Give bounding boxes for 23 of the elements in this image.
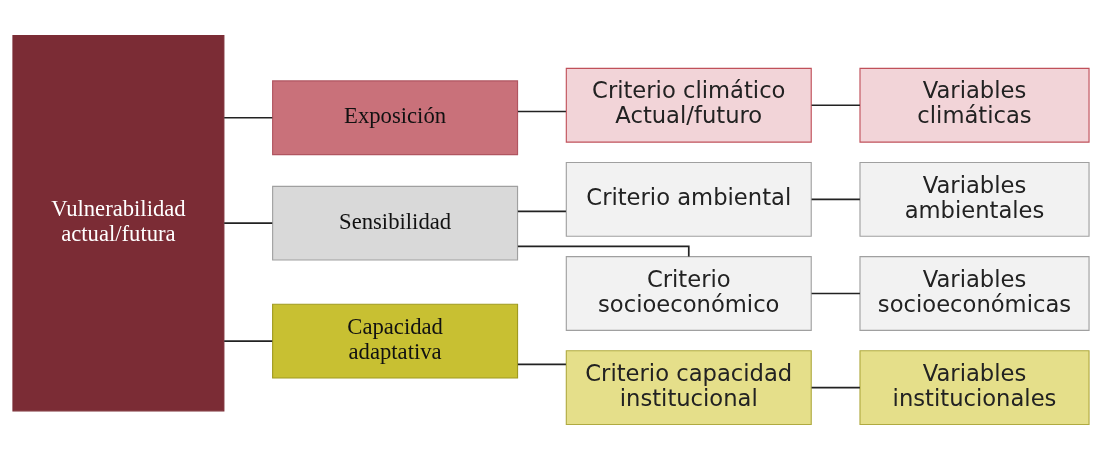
connector <box>810 103 861 106</box>
connector <box>223 339 274 342</box>
node-box: Criterio capacidad institucional <box>565 349 812 425</box>
node-box: Exposición <box>272 79 519 155</box>
connector <box>517 110 567 112</box>
node-box: Variables socioeconómicas <box>859 255 1090 331</box>
node-box: Variables ambientales <box>859 161 1090 237</box>
node-box: Vulnerabilidad actual/futura <box>12 34 225 411</box>
node-box: Capacidad adaptativa <box>272 303 519 379</box>
connector <box>517 209 567 212</box>
node-box: Variables climáticas <box>859 67 1090 143</box>
connector <box>223 116 274 119</box>
connector <box>223 221 274 224</box>
connector <box>810 198 861 200</box>
node-box: Criterio ambiental <box>565 161 812 237</box>
node-box: Criterio socioeconómico <box>565 255 812 331</box>
connector <box>810 292 861 294</box>
node-box: Sensibilidad <box>272 185 519 261</box>
node-box: Criterio climático Actual/futuro <box>565 67 812 143</box>
connector <box>517 245 690 257</box>
connector <box>517 363 567 365</box>
node-box: Variables institucionales <box>859 349 1090 425</box>
connector <box>810 386 861 388</box>
